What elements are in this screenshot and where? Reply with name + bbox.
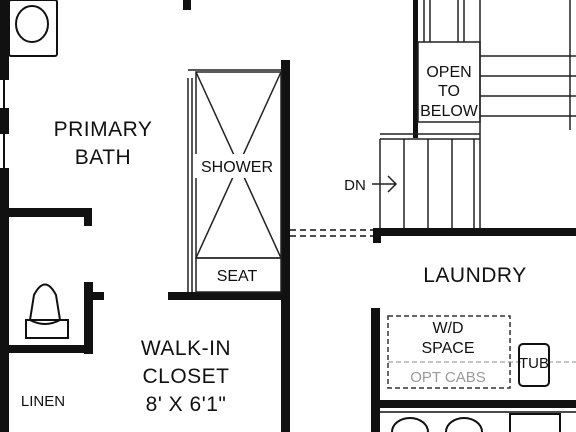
wall-laundry-stub: [373, 228, 381, 243]
seat-label: SEAT: [217, 268, 258, 285]
toilet-tank: [25, 319, 69, 339]
tub-label-bg: [521, 356, 547, 370]
dashed-opening: [290, 229, 373, 237]
wall-linen-inner: [9, 345, 93, 353]
sink-icon: [509, 413, 561, 432]
seat-outline: [195, 257, 282, 293]
wall-laundry-left: [371, 308, 380, 432]
wall-linen-stub: [84, 208, 92, 226]
wall-closet-top: [168, 292, 290, 300]
wall-linen-top: [0, 208, 92, 217]
toilet-bowl: [28, 283, 62, 325]
dryer-icon: [445, 417, 483, 432]
opt-cabs-label: OPT CABS: [410, 369, 486, 386]
tub-fixture: [8, 0, 58, 57]
wall-shower-right: [281, 60, 290, 432]
wd-space-box: [387, 315, 511, 389]
wd-label-2: SPACE: [421, 340, 474, 357]
utility-tub: [518, 343, 550, 387]
open-below-bg: [419, 58, 479, 120]
open-below-label-2: TO: [438, 83, 460, 100]
closet-dimensions: 8' X 6'1": [146, 393, 227, 416]
open-below-label-1: OPEN: [426, 64, 471, 81]
bath-fixtures: [3, 0, 69, 339]
primary-bath-label-2: BATH: [75, 146, 131, 169]
tub-basin: [15, 5, 49, 43]
linen-label: LINEN: [21, 393, 65, 410]
closet-label-2: CLOSET: [142, 365, 229, 388]
dn-arrow-head: [387, 175, 398, 193]
wall-stair-left: [413, 0, 418, 138]
closet-label-1: WALK-IN: [141, 337, 231, 360]
wall-top-center: [183, 0, 191, 10]
wd-label-1: W/D: [432, 320, 463, 337]
wall-laundry-lower: [371, 400, 576, 408]
primary-bath-label-1: PRIMARY: [54, 118, 153, 141]
open-below-label-3: BELOW: [420, 103, 479, 120]
tub-label: TUB: [519, 355, 549, 372]
wall-left-mid: [0, 108, 9, 134]
shower-label-bg: [194, 154, 280, 178]
shower: [187, 69, 282, 293]
laundry-label: LAUNDRY: [423, 264, 526, 287]
washer-icon: [391, 417, 429, 432]
wall-laundry-top: [373, 228, 576, 236]
wall-left-top: [0, 0, 9, 80]
wall-linen-right: [84, 282, 93, 354]
shower-label: SHOWER: [201, 159, 273, 176]
stairs: [372, 0, 576, 228]
dn-label: DN: [344, 177, 366, 194]
wall-left-low: [0, 168, 9, 432]
wall-linen-stub2: [84, 292, 104, 300]
